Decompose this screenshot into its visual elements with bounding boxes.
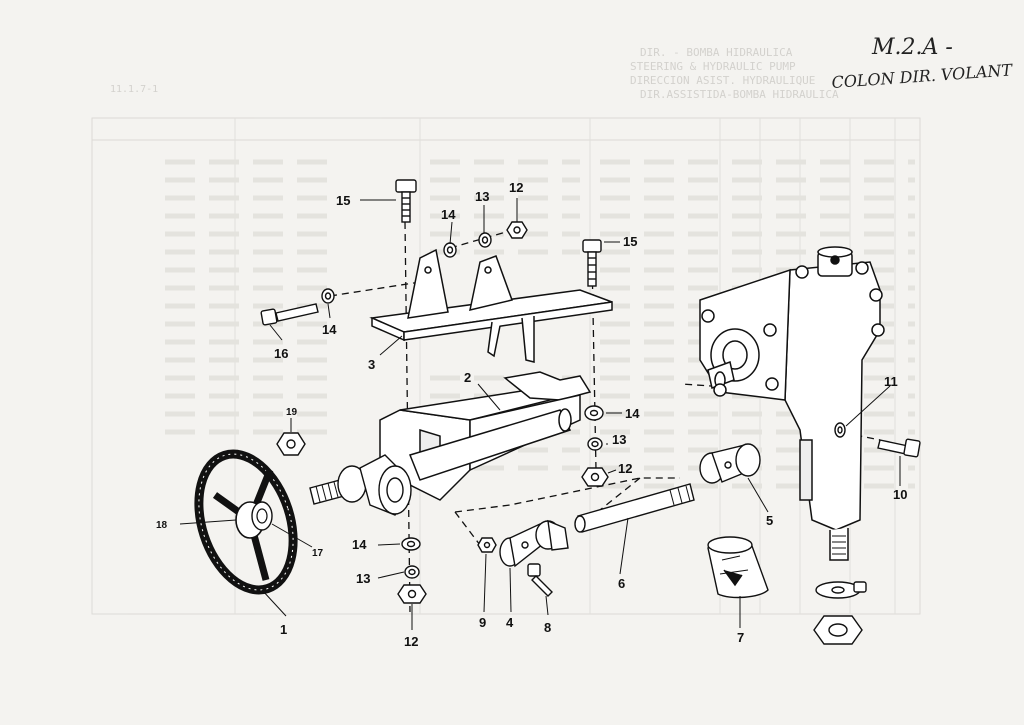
callout-12-top: 12: [509, 180, 523, 195]
ghost-line-4: DIR.ASSISTIDA-BOMBA HIDRAULICA: [640, 88, 839, 101]
callout-3: 3: [368, 357, 375, 372]
callout-17: 17: [312, 548, 324, 559]
callout-7: 7: [737, 630, 744, 645]
callout-14-right: 14: [625, 406, 640, 421]
callout-13-right: 13: [612, 432, 626, 447]
universal-joint-4: [499, 519, 569, 568]
washer-13-lower: [404, 565, 420, 579]
callout-15-right: 15: [623, 234, 637, 249]
callout-15-left: 15: [336, 193, 350, 208]
ghost-line-1: DIR. - BOMBA HIDRAULICA: [640, 46, 793, 59]
callout-10: 10: [893, 487, 907, 502]
callout-labels: 1 2 3 4 5 6 7 8 9 10 11 12 12 12 13 13 1…: [156, 180, 907, 649]
rubber-boot-7: [707, 536, 769, 599]
washer-14-right: [584, 405, 604, 421]
steering-gearbox: [699, 246, 885, 561]
washer-13-top: [478, 232, 492, 248]
bolt-10: [877, 438, 921, 458]
callout-1: 1: [280, 622, 287, 637]
bolt-16: [260, 303, 319, 326]
nut-19: [276, 432, 306, 456]
bolt-15-right: [582, 239, 602, 287]
callout-12-right: 12: [618, 461, 632, 476]
steering-wheel-1: [194, 449, 298, 595]
annotation-line-1: M.2.A -: [871, 35, 953, 60]
nut-12-top: [506, 221, 528, 239]
callout-13-lower: 13: [356, 571, 370, 586]
bolt-15-left: [395, 179, 417, 223]
nut-12-right: [581, 467, 609, 487]
nut-12-lower: [397, 584, 427, 604]
bracket-3: [369, 248, 613, 363]
ghost-page-code: 11.1.7-1: [110, 84, 158, 95]
callout-2: 2: [464, 370, 471, 385]
callout-14-lower: 14: [352, 537, 367, 552]
ghost-line-2: STEERING & HYDRAULIC PUMP: [630, 60, 796, 73]
column-shaft-end: [309, 454, 412, 516]
callout-4: 4: [506, 615, 514, 630]
callout-12-lower: 12: [404, 634, 418, 649]
nut-9: [477, 537, 497, 553]
washer-14-top: [443, 242, 457, 258]
washer-13-right: [587, 437, 603, 451]
callout-19: 19: [286, 407, 298, 418]
washer-14-lower: [401, 537, 421, 551]
washer-14-left: [321, 288, 335, 304]
lock-washer: [815, 581, 867, 599]
annotation-line-2: COLON DIR. VOLANT: [831, 60, 1014, 92]
leader-lines: [179, 198, 901, 630]
callout-6: 6: [618, 576, 625, 591]
washer-11: [834, 422, 846, 438]
callout-13-top: 13: [475, 189, 489, 204]
bolt-8: [527, 563, 553, 597]
callout-14-left: 14: [322, 322, 337, 337]
pitman-nut: [813, 615, 863, 645]
callout-18: 18: [156, 520, 168, 531]
callout-5: 5: [766, 513, 773, 528]
callout-11: 11: [884, 374, 898, 389]
steering-column-tube: [408, 408, 572, 481]
ghost-line-3: DIRECCION ASIST. HYDRAULIQUE: [630, 74, 815, 87]
callout-14-top: 14: [441, 207, 456, 222]
callout-16: 16: [274, 346, 288, 361]
callout-8: 8: [544, 620, 551, 635]
callout-9: 9: [479, 615, 486, 630]
intermediate-shaft-6: [574, 483, 695, 533]
universal-joint-5: [699, 443, 761, 484]
